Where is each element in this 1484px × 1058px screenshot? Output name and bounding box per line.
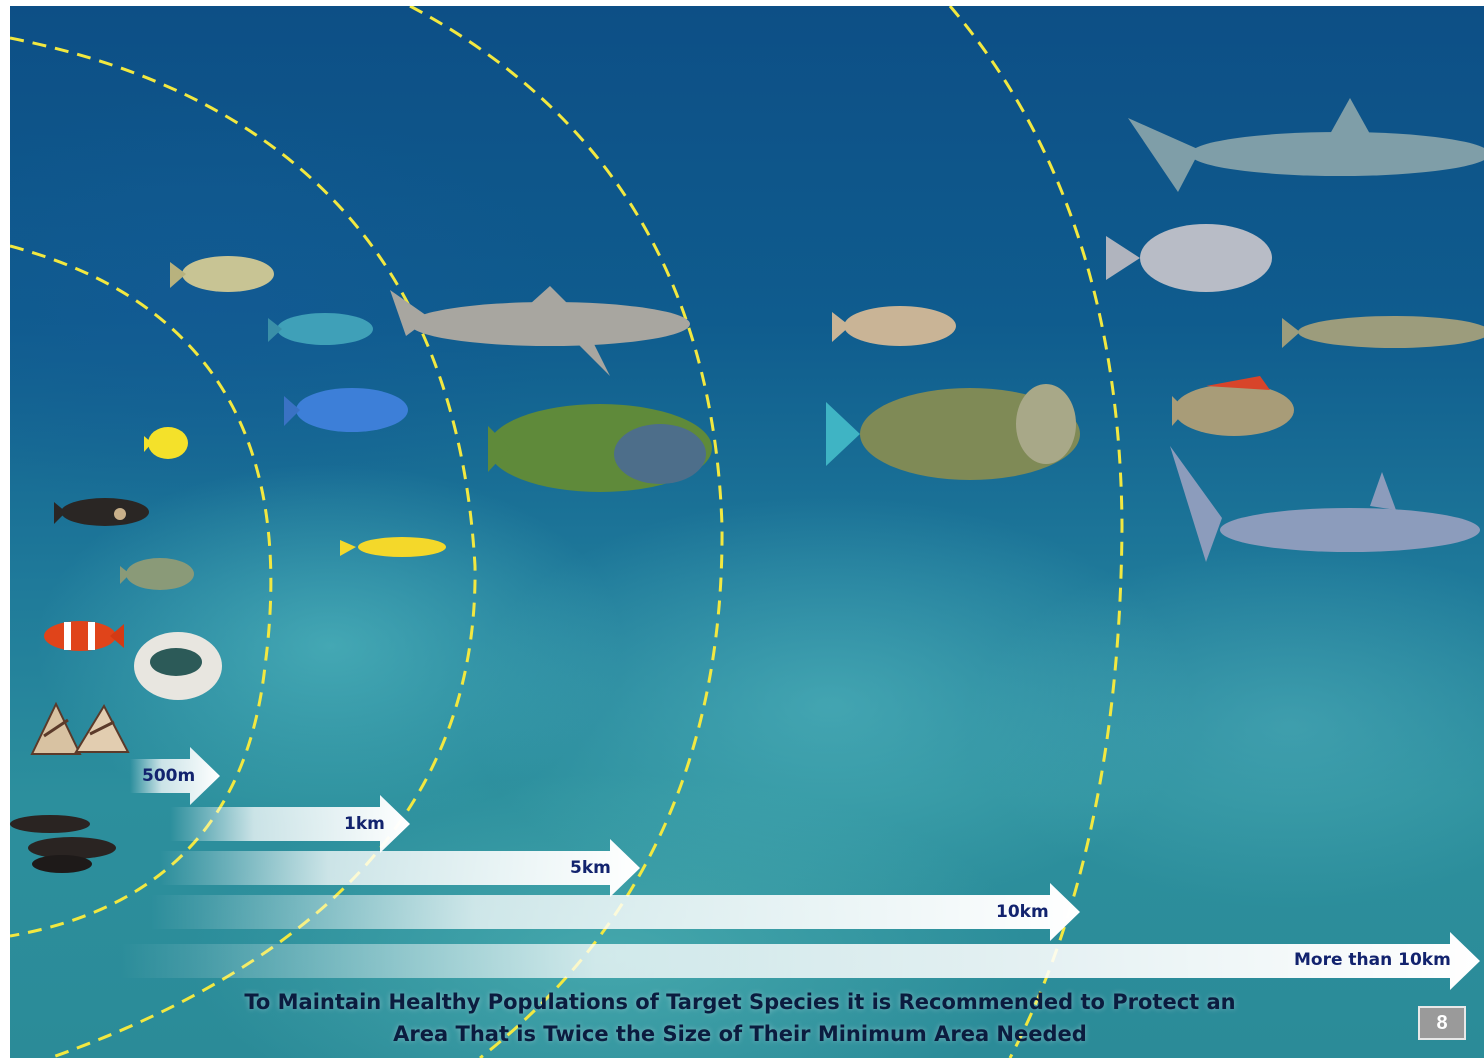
arrow-label-1km: 1km [344,814,385,834]
arrow-label-10km: 10km [996,902,1049,922]
arrow-label-5km: 5km [570,858,611,878]
distance-arrow [120,932,1480,990]
distance-arrow [160,839,640,897]
distance-arrows [10,6,1484,1058]
arrow-label-more-than-10km: More than 10km [1294,950,1451,970]
arrow-label-500m: 500m [142,766,195,786]
caption: To Maintain Healthy Populations of Targe… [210,986,1270,1050]
caption-line-1: To Maintain Healthy Populations of Targe… [210,986,1270,1018]
ocean-background: 500m 1km 5km 10km More than 10km To Main… [10,6,1484,1058]
page-number-badge: 8 [1418,1006,1466,1040]
caption-line-2: Area That is Twice the Size of Their Min… [210,1018,1270,1050]
